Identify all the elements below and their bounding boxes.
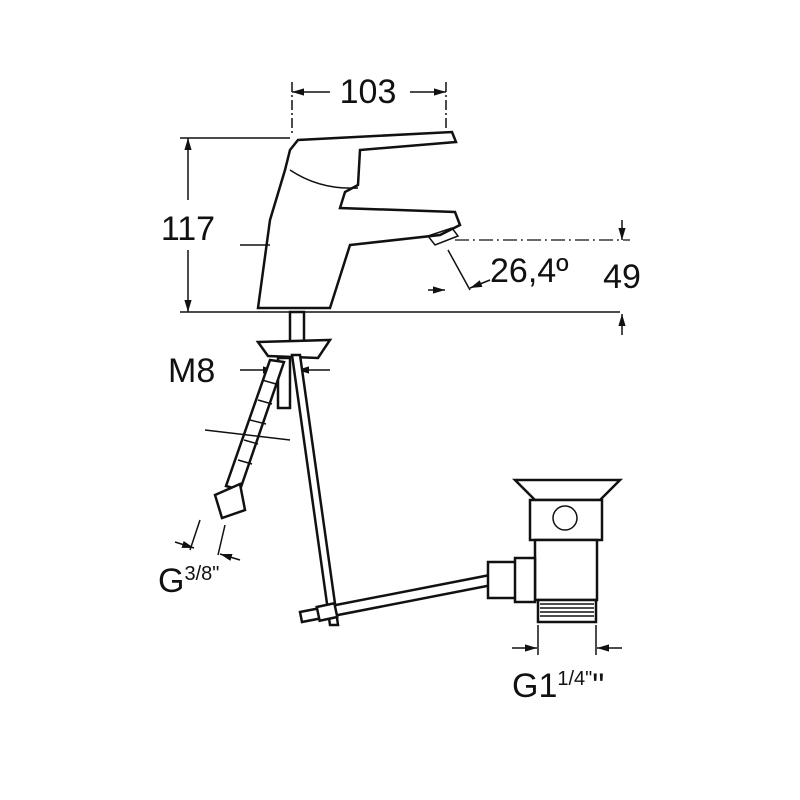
width-dimension: 103 [291,73,447,135]
pop-up-rod [290,353,494,627]
faucet-body [240,130,462,310]
hose-connection-label: G3/8" [158,562,219,600]
spout-dimension: 49 26,4º [428,220,641,335]
angle-label: 26,4º [490,252,569,290]
height-label: 117 [161,210,215,248]
spout-height-label: 49 [603,258,641,296]
drain-connection-label: G11/4"" [512,667,604,705]
width-label: 103 [340,73,397,111]
drain-waste: G11/4"" [486,478,624,705]
thread-label: M8 [168,352,215,390]
flexible-hose: G3/8" [158,358,291,600]
height-dimension: 117 [161,137,620,313]
